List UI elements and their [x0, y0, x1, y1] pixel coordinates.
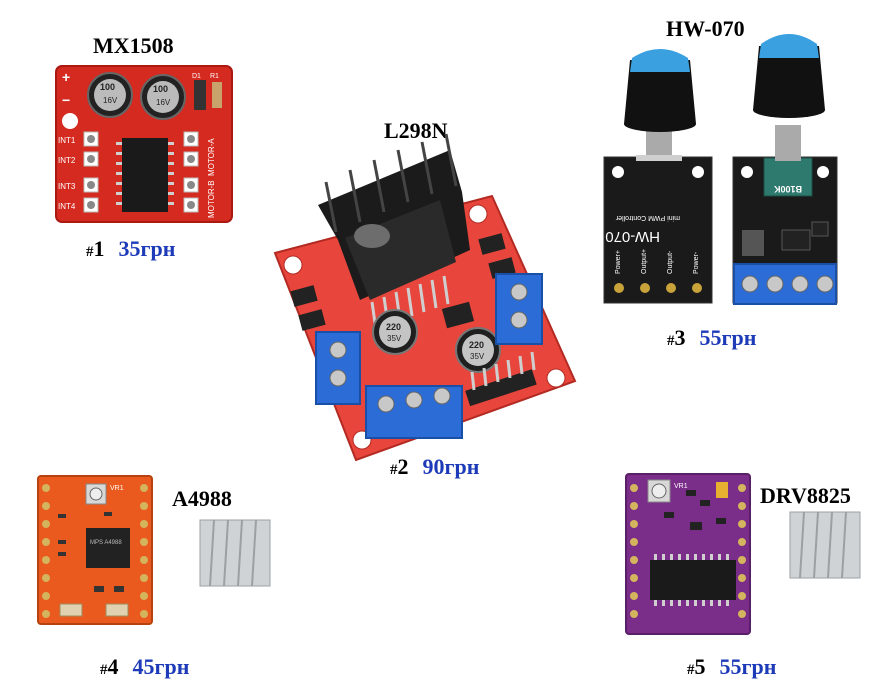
svg-text:MPS A4988: MPS A4988	[90, 540, 122, 546]
hw070-price-label: #3 55грн	[667, 325, 756, 351]
module-number: 3	[674, 325, 686, 350]
module-number: 2	[397, 454, 409, 479]
svg-text:100: 100	[153, 84, 168, 94]
svg-text:B100K: B100K	[773, 184, 802, 194]
module-price: 45грн	[132, 654, 190, 679]
module-price: 55грн	[719, 654, 777, 679]
svg-text:Output-: Output-	[667, 250, 674, 274]
svg-text:Output+: Output+	[641, 249, 648, 274]
module-price: 90грн	[422, 454, 480, 479]
svg-text:D1: D1	[192, 73, 201, 80]
svg-text:INT4: INT4	[58, 202, 76, 211]
svg-text:100: 100	[100, 82, 115, 92]
svg-text:HW-070: HW-070	[605, 228, 660, 245]
svg-text:−: −	[62, 92, 70, 108]
svg-text:VR1: VR1	[674, 483, 688, 490]
hw070-title: HW-070	[666, 16, 745, 41]
a4988-title: A4988	[172, 486, 232, 511]
svg-text:INT1: INT1	[58, 136, 76, 145]
a4988-price-label: #4 45грн	[100, 654, 189, 680]
svg-text:35V: 35V	[387, 334, 402, 343]
svg-text:16V: 16V	[156, 98, 171, 107]
module-price: 35грн	[118, 236, 176, 261]
l298n-price-label: #2 90грн	[390, 454, 479, 480]
svg-text:220: 220	[469, 340, 484, 350]
svg-text:220: 220	[386, 322, 401, 332]
svg-text:INT3: INT3	[58, 182, 76, 191]
svg-text:R1: R1	[210, 73, 219, 80]
module-number: 4	[107, 654, 119, 679]
svg-text:MOTOR-B: MOTOR-B	[207, 180, 216, 218]
hash-symbol: #	[667, 333, 675, 349]
svg-text:Power-: Power-	[693, 251, 700, 274]
module-price: 55грн	[699, 325, 757, 350]
mx1508-title: MX1508	[93, 33, 174, 58]
svg-text:VR1: VR1	[110, 485, 124, 492]
mx1508-price-label: #1 35грн	[86, 236, 175, 262]
svg-text:16V: 16V	[103, 96, 118, 105]
svg-text:INT2: INT2	[58, 156, 76, 165]
svg-text:MOTOR-A: MOTOR-A	[207, 138, 216, 176]
svg-text:35V: 35V	[470, 352, 485, 361]
module-number: 5	[694, 654, 706, 679]
svg-text:+: +	[62, 69, 70, 85]
hash-symbol: #	[687, 662, 695, 678]
svg-text:mini PWM Controller: mini PWM Controller	[615, 214, 680, 221]
svg-text:Power+: Power+	[615, 250, 622, 274]
module-number: 1	[93, 236, 105, 261]
hash-symbol: #	[86, 244, 94, 260]
l298n-title: L298N	[384, 118, 448, 143]
hash-symbol: #	[390, 462, 398, 478]
drv8825-title: DRV8825	[760, 483, 851, 508]
drv8825-price-label: #5 55грн	[687, 654, 776, 680]
hash-symbol: #	[100, 662, 108, 678]
